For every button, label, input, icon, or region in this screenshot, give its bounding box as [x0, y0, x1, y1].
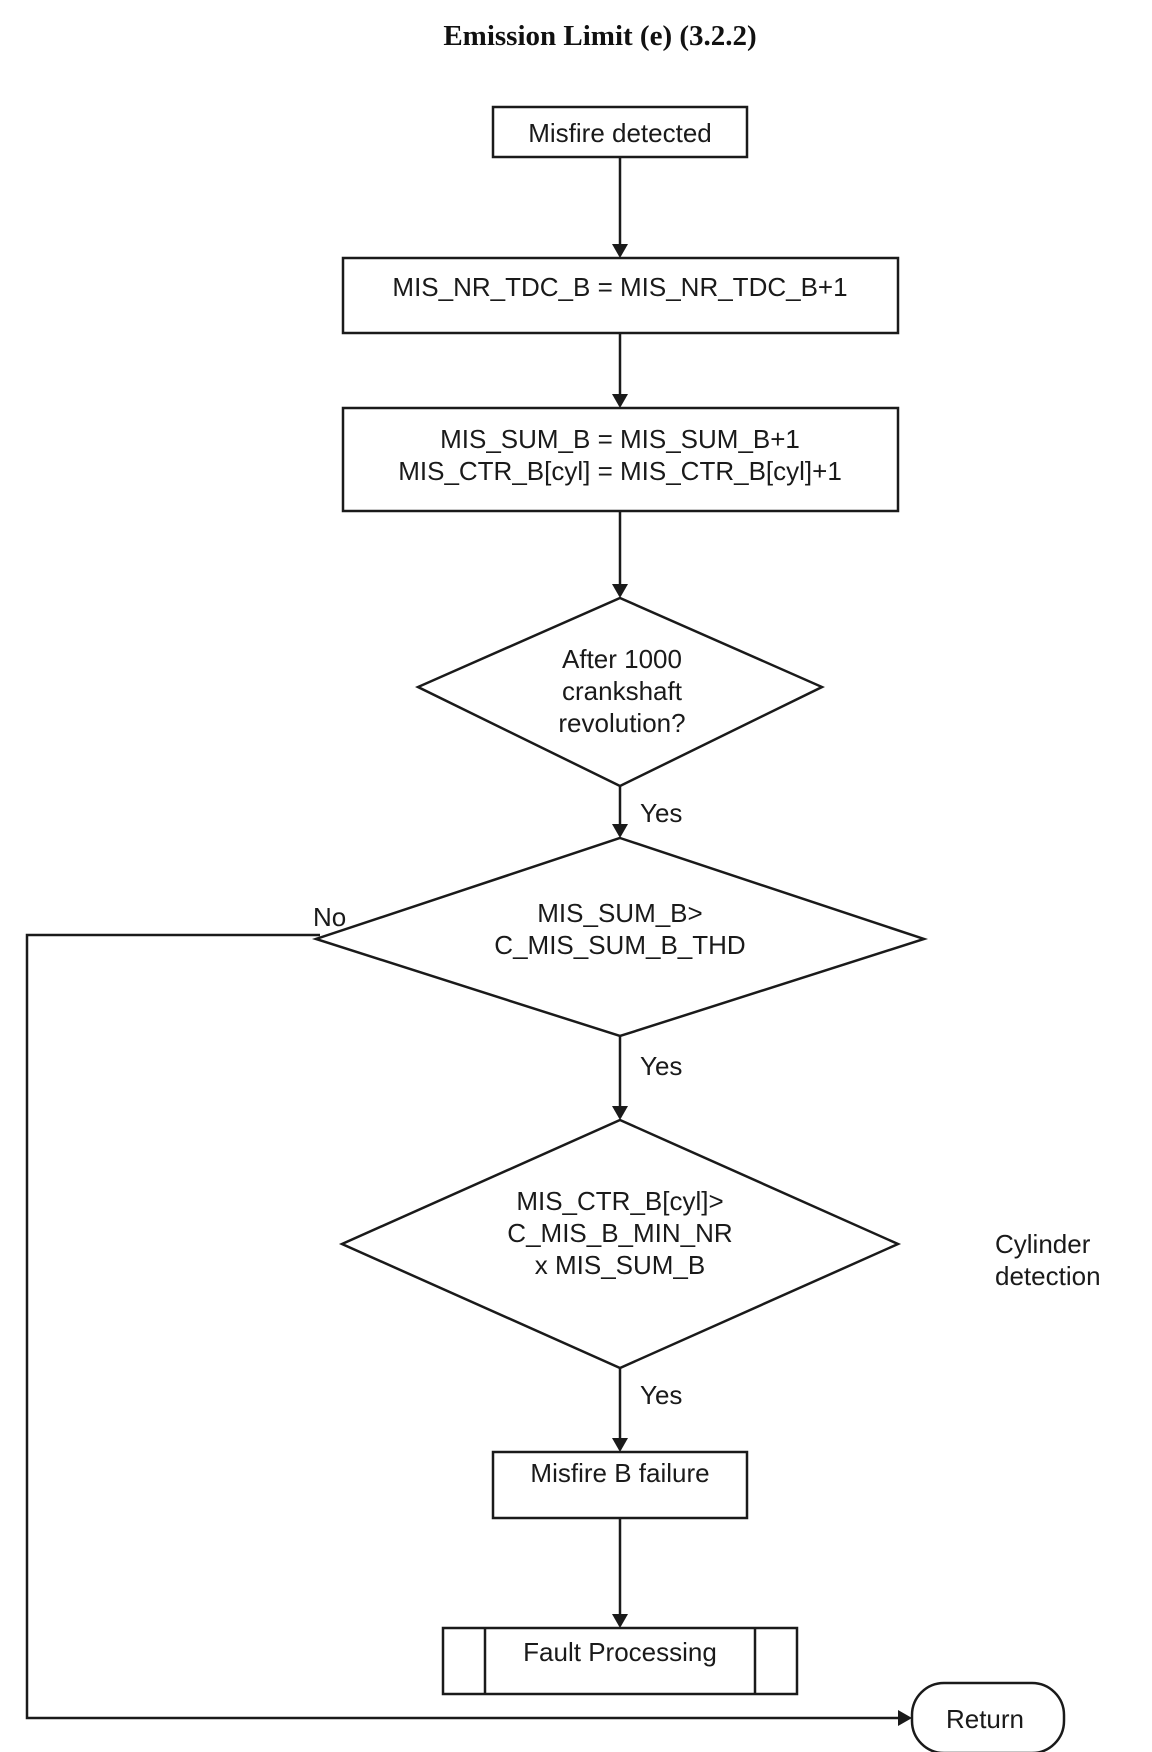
node-sum-ctr-increment: MIS_SUM_B = MIS_SUM_B+1 MIS_CTR_B[cyl] =… — [341, 406, 900, 513]
decision-revolutions: After 1000 crankshaft revolution? — [415, 596, 825, 788]
decision-label-line-2: crankshaft — [562, 676, 683, 706]
diagram-title: Emission Limit (e) (3.2.2) — [443, 20, 756, 52]
node-misfire-detected: Misfire detected — [491, 105, 749, 159]
decision-label-line-2: C_MIS_B_MIN_NR — [507, 1218, 732, 1248]
edge-label-yes: Yes — [640, 798, 682, 828]
edges — [25, 157, 912, 1726]
arrowhead-icon — [612, 394, 628, 408]
annotation-line-1: Cylinder — [995, 1229, 1091, 1259]
node-tdc-increment: MIS_NR_TDC_B = MIS_NR_TDC_B+1 — [341, 256, 900, 335]
node-return: Return — [910, 1681, 1066, 1752]
arrowhead-icon — [612, 584, 628, 598]
decision-label-line-1: After 1000 — [562, 644, 682, 674]
node-label: Return — [946, 1704, 1024, 1734]
decision-label-line-1: MIS_SUM_B> — [537, 898, 702, 928]
node-label: Misfire detected — [528, 118, 712, 148]
edge-label-yes: Yes — [640, 1051, 682, 1081]
node-label: MIS_NR_TDC_B = MIS_NR_TDC_B+1 — [392, 272, 847, 302]
node-misfire-failure: Misfire B failure — [491, 1450, 749, 1520]
node-fault-processing: Fault Processing — [441, 1626, 799, 1696]
node-label: Misfire B failure — [530, 1458, 709, 1488]
edge-label-no: No — [313, 902, 346, 932]
decision-label-line-1: MIS_CTR_B[cyl]> — [516, 1186, 723, 1216]
edge-label-yes: Yes — [640, 1380, 682, 1410]
decision-label-line-3: revolution? — [558, 708, 685, 738]
arrowhead-icon — [612, 824, 628, 838]
decision-label-line-3: x MIS_SUM_B — [535, 1250, 706, 1280]
arrowhead-icon — [612, 1438, 628, 1452]
arrowhead-icon — [612, 1614, 628, 1628]
decision-cylinder: MIS_CTR_B[cyl]> C_MIS_B_MIN_NR x MIS_SUM… — [338, 1118, 902, 1370]
node-label: Fault Processing — [523, 1637, 717, 1667]
decision-sum-threshold: MIS_SUM_B> C_MIS_SUM_B_THD — [311, 836, 929, 1038]
arrowhead-icon — [612, 1106, 628, 1120]
decision-label-line-2: C_MIS_SUM_B_THD — [494, 930, 745, 960]
arrowhead-icon — [612, 244, 628, 258]
node-label-line-2: MIS_CTR_B[cyl] = MIS_CTR_B[cyl]+1 — [398, 456, 842, 486]
node-label-line-1: MIS_SUM_B = MIS_SUM_B+1 — [440, 424, 800, 454]
edge-no-to-return — [25, 933, 900, 1720]
annotation-line-2: detection — [995, 1261, 1101, 1291]
arrowhead-icon — [898, 1710, 912, 1726]
